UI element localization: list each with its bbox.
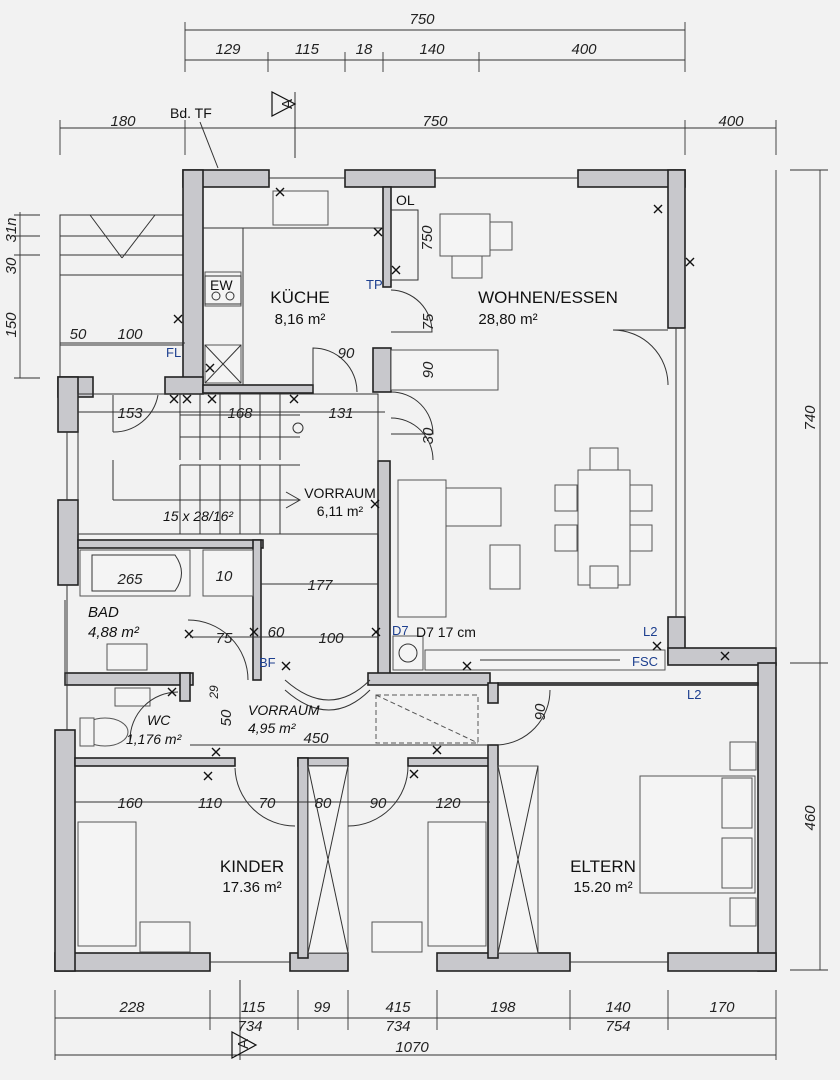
- dim-row2-2: 750: [422, 113, 448, 130]
- room-wohnen-area: 28,80 m²: [478, 311, 537, 328]
- dim-bottom-1: 228: [118, 999, 145, 1016]
- section-marker-bottom: A: [231, 980, 258, 1060]
- section-label-top: A: [279, 99, 296, 109]
- dim-bottom-sub-1: 734: [237, 1018, 262, 1035]
- dim-int-160: 160: [117, 795, 143, 812]
- dim-int-90-c: 90: [370, 795, 387, 812]
- dim-int-750-ol: 750: [419, 225, 436, 251]
- dim-int-75-bad: 75: [216, 630, 233, 647]
- label-d7-text: D7 17 cm: [416, 624, 476, 640]
- room-vorraum1-name: VORRAUM: [304, 485, 376, 501]
- dim-int-131: 131: [328, 405, 353, 422]
- room-labels: KÜCHE 8,16 m² WOHNEN/ESSEN 28,80 m² VORR…: [88, 288, 636, 896]
- dim-int-90-eltern: 90: [532, 703, 549, 720]
- door-swings: [112, 289, 669, 827]
- dim-bottom-5: 198: [490, 999, 516, 1016]
- dim-int-50-b: 50: [218, 709, 235, 726]
- dim-int-153: 153: [117, 405, 143, 422]
- dim-bottom-4: 415: [385, 999, 411, 1016]
- dim-int-177: 177: [307, 577, 333, 594]
- dim-bottom-7: 170: [709, 999, 735, 1016]
- room-wc-area: 1,176 m²: [126, 731, 183, 747]
- section-label-bottom: A: [235, 1039, 252, 1049]
- room-eltern-area: 15.20 m²: [573, 879, 632, 896]
- label-ol: OL: [396, 192, 415, 208]
- electrical-markers: [167, 187, 730, 781]
- label-fl: FL: [166, 345, 181, 360]
- dim-bottom-sub-3: 754: [605, 1018, 630, 1035]
- label-stairs: 15 x 28/16²: [163, 508, 234, 524]
- room-wohnen-name: WOHNEN/ESSEN: [478, 288, 618, 307]
- dim-int-90-b: 90: [420, 361, 437, 378]
- room-vorraum2-name: VORRAUM: [248, 702, 320, 718]
- interior-lines: [64, 177, 757, 963]
- interior-dimensions: 50 100 90 750 75 90 30 153 168 131 265 1…: [60, 225, 549, 812]
- label-ew: EW: [210, 277, 233, 293]
- label-d7: D7: [392, 623, 409, 638]
- dimension-texts: 750 129 115 18 140 400 180 750 400 31n 3…: [3, 11, 819, 1056]
- dim-top-seg-3: 18: [356, 41, 373, 58]
- dimension-lines: [14, 22, 828, 1060]
- label-bd-tf: Bd. TF: [170, 105, 212, 121]
- dim-int-90-kitchen: 90: [338, 345, 355, 362]
- dim-left-1: 31n: [3, 217, 20, 242]
- dim-int-29: 29: [207, 685, 221, 700]
- dim-bottom-total: 1070: [395, 1039, 429, 1056]
- room-wc-name: WC: [147, 712, 171, 728]
- dim-row2-3: 400: [718, 113, 744, 130]
- room-eltern-name: ELTERN: [570, 857, 636, 876]
- dim-bottom-6: 140: [605, 999, 631, 1016]
- section-marker-top: A: [271, 91, 297, 158]
- dim-left-2: 30: [3, 257, 20, 274]
- dim-int-80: 80: [315, 795, 332, 812]
- dim-top-seg-4: 140: [419, 41, 445, 58]
- room-kinder-area: 17.36 m²: [222, 879, 281, 896]
- dim-int-60: 60: [268, 624, 285, 641]
- dim-int-110: 110: [198, 795, 223, 812]
- dim-top-total: 750: [409, 11, 435, 28]
- dim-top-seg-2: 115: [295, 41, 320, 58]
- dim-left-3: 150: [3, 312, 20, 338]
- label-tp: TP: [366, 277, 383, 292]
- room-bad-area: 4,88 m²: [88, 624, 140, 641]
- dim-int-70: 70: [259, 795, 276, 812]
- dim-int-120: 120: [435, 795, 461, 812]
- annotation-labels: OL EW FL TP BF D7 D7 17 cm L2 FSC L2 15 …: [163, 192, 701, 702]
- dim-int-100-b: 100: [318, 630, 344, 647]
- room-kueche-area: 8,16 m²: [275, 311, 326, 328]
- dim-int-450: 450: [303, 730, 329, 747]
- dim-row2-1: 180: [110, 113, 136, 130]
- room-vorraum2-area: 4,95 m²: [248, 720, 297, 736]
- dim-int-30: 30: [420, 427, 437, 444]
- dim-int-265: 265: [116, 571, 143, 588]
- entry-stairs: [59, 214, 186, 378]
- dim-right-1: 740: [802, 405, 819, 431]
- room-vorraum1-area: 6,11 m²: [317, 503, 364, 519]
- dim-int-100: 100: [117, 326, 143, 343]
- dim-bottom-3: 99: [314, 999, 331, 1016]
- dim-int-10: 10: [216, 568, 233, 585]
- dim-int-50: 50: [70, 326, 87, 343]
- label-fsc: FSC: [632, 654, 658, 669]
- label-l2-b: L2: [687, 687, 701, 702]
- dim-int-75-a: 75: [420, 313, 437, 330]
- room-kueche-name: KÜCHE: [270, 288, 330, 307]
- dim-top-seg-1: 129: [215, 41, 241, 58]
- label-l2: L2: [643, 624, 657, 639]
- dim-bottom-2: 115: [241, 999, 266, 1016]
- dim-bottom-sub-2: 734: [385, 1018, 410, 1035]
- label-bf: BF: [259, 655, 276, 670]
- dim-right-2: 460: [802, 805, 819, 831]
- dim-top-seg-5: 400: [571, 41, 597, 58]
- dim-int-168: 168: [227, 405, 253, 422]
- room-kinder-name: KINDER: [220, 857, 284, 876]
- room-bad-name: BAD: [88, 604, 119, 621]
